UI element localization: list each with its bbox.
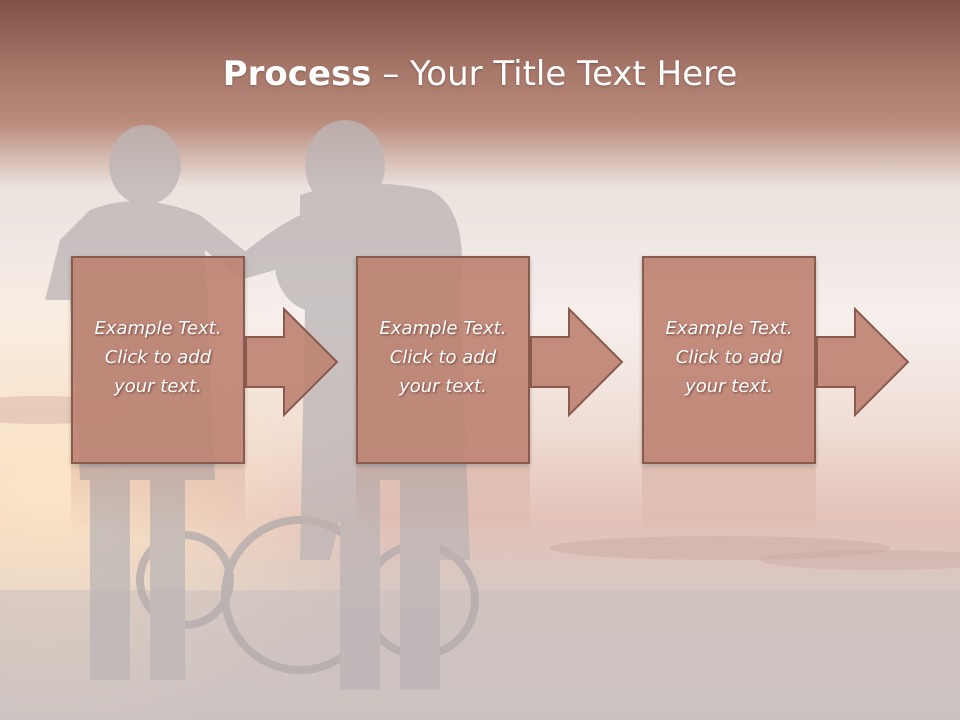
arrow-right-icon: [530, 307, 624, 417]
process-step-2[interactable]: Example Text. Click to add your text.: [356, 256, 530, 464]
step-text: Example Text. Click to add your text.: [665, 318, 793, 397]
step-reflection: [71, 466, 245, 536]
arrow-right-icon: [816, 307, 910, 417]
title-rest: – Your Title Text Here: [371, 54, 738, 94]
step-text: Example Text. Click to add your text.: [94, 318, 222, 397]
step-reflection: [642, 466, 816, 536]
step-reflection: [356, 466, 530, 536]
title-bold: Process: [222, 54, 372, 94]
step-text: Example Text. Click to add your text.: [379, 318, 507, 397]
process-step-3[interactable]: Example Text. Click to add your text.: [642, 256, 816, 464]
slide-title[interactable]: Process – Your Title Text Here: [0, 54, 960, 94]
arrow-right-icon: [245, 307, 339, 417]
process-step-1[interactable]: Example Text. Click to add your text.: [71, 256, 245, 464]
